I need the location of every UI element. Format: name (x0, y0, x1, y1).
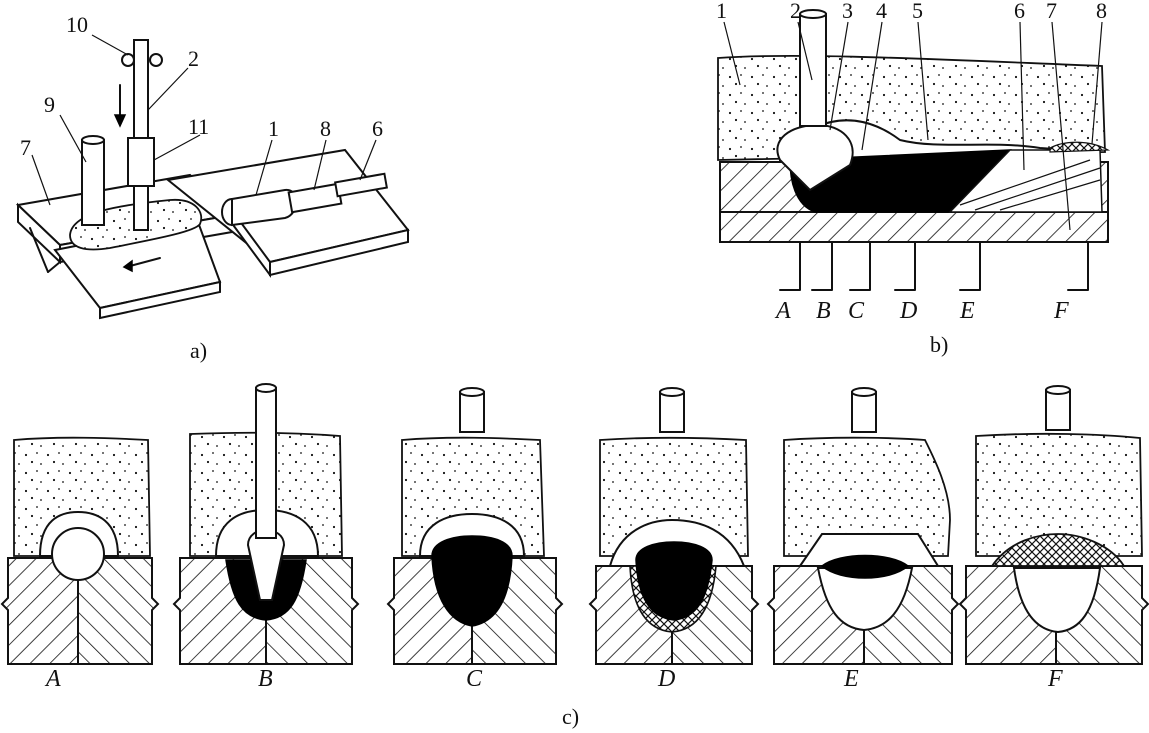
callout-a-8: 8 (320, 116, 331, 141)
caption-b: b) (930, 332, 948, 357)
stage-label-d: D (657, 666, 675, 692)
callout-b-4: 4 (876, 0, 887, 23)
callout-b-1: 1 (716, 0, 727, 23)
callout-b-5: 5 (912, 0, 923, 23)
callout-a-10: 10 (66, 12, 88, 37)
caption-c: c) (562, 704, 579, 729)
stage-e-section (766, 387, 960, 665)
callout-b-3: 3 (842, 0, 853, 23)
section-label-e: E (959, 298, 975, 324)
stage-c-section (386, 387, 564, 665)
section-arrows (779, 241, 1089, 291)
callout-b-6: 6 (1014, 0, 1025, 23)
stage-a-section (0, 436, 160, 665)
callout-a-9: 9 (44, 92, 55, 117)
panel-b-drawing (717, 9, 1111, 291)
callout-b-2: 2 (790, 0, 801, 23)
panel-a-callouts: 10 2 9 11 7 1 8 6 a) (20, 12, 383, 363)
section-label-a: A (774, 298, 791, 324)
stage-label-b: B (258, 666, 273, 692)
stage-f-section (958, 385, 1149, 665)
stage-b-section (172, 383, 360, 665)
callout-a-2: 2 (188, 46, 199, 71)
stage-label-e: E (843, 666, 859, 692)
callout-a-6: 6 (372, 116, 383, 141)
stage-label-f: F (1047, 666, 1063, 692)
section-label-b: B (816, 298, 831, 324)
section-label-d: D (899, 298, 917, 324)
panel-c-drawing (0, 383, 1149, 665)
panel-a-drawing (15, 34, 410, 320)
callout-a-11: 11 (188, 114, 209, 139)
panel-b-callouts: 1 2 3 4 5 6 7 8 A B C D E F b) (716, 0, 1107, 357)
caption-a: a) (190, 338, 207, 363)
section-label-c: C (848, 298, 865, 324)
callout-b-8: 8 (1096, 0, 1107, 23)
callout-a-7: 7 (20, 135, 31, 160)
stage-label-a: A (44, 666, 61, 692)
callout-b-7: 7 (1046, 0, 1057, 23)
stage-label-c: C (466, 666, 483, 692)
stage-d-section (588, 387, 760, 665)
callout-a-1: 1 (268, 116, 279, 141)
panel-c-labels: A B C D E F c) (44, 666, 1063, 729)
section-label-f: F (1053, 298, 1069, 324)
